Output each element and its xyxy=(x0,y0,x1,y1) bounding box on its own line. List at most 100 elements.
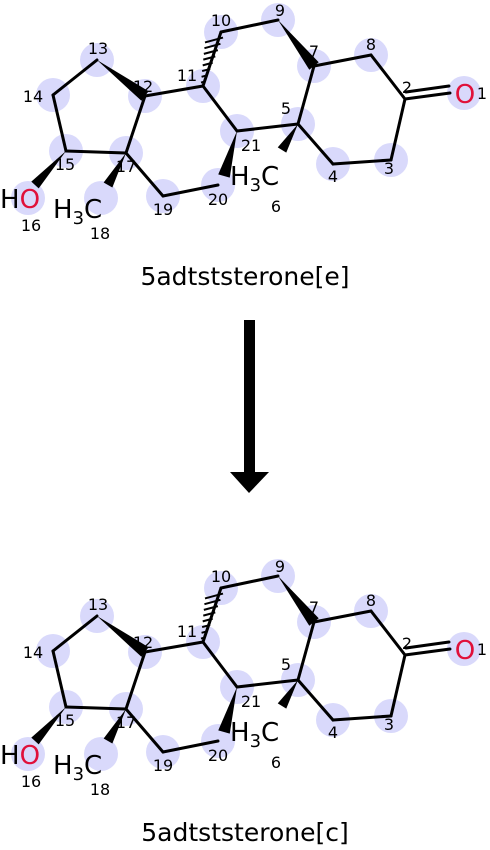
product-bond xyxy=(64,705,128,711)
product-hash-bond xyxy=(204,598,221,606)
product-atom-number-3: 3 xyxy=(384,715,394,734)
product-bond xyxy=(124,707,165,754)
product-atom-number-7: 7 xyxy=(309,598,319,617)
reactant-methyl-6: H3C xyxy=(230,162,279,196)
reactant-atom-number-15: 15 xyxy=(55,155,75,174)
reactant-carbonyl-oxygen: O xyxy=(455,80,475,110)
reactant-bond xyxy=(369,53,407,101)
reactant-atom-number-4: 4 xyxy=(328,167,338,186)
product-bond xyxy=(161,739,220,754)
reactant-atom-highlight-18 xyxy=(84,181,118,215)
reactant-bond xyxy=(331,158,393,166)
reactant-atom-number-1: 1 xyxy=(477,84,487,103)
reactant-double-bond xyxy=(404,84,451,94)
reactant-atom-number-18: 18 xyxy=(90,224,110,243)
product-atom-number-21: 21 xyxy=(241,692,261,711)
product-atom-number-2: 2 xyxy=(402,634,412,653)
product-methyl-6: H3C xyxy=(230,718,279,752)
product-atom-number-5: 5 xyxy=(281,655,291,674)
reactant-atom-number-9: 9 xyxy=(275,1,285,20)
reactant-atom-number-17: 17 xyxy=(116,157,136,176)
reactant-atom-number-19: 19 xyxy=(153,200,173,219)
product-hash-bond xyxy=(204,592,224,600)
product-bond xyxy=(296,678,335,722)
product-atom-number-1: 1 xyxy=(477,640,487,659)
reactant-bond xyxy=(219,18,280,34)
product-double-bond xyxy=(404,640,451,650)
product-wedge-bond xyxy=(103,709,126,744)
reactant-bond xyxy=(124,94,147,155)
reactant-bond xyxy=(161,183,220,198)
reactant-atom-number-12: 12 xyxy=(133,77,153,96)
product-atom-number-12: 12 xyxy=(133,633,153,652)
reactant-hash-bond xyxy=(204,42,221,50)
product-bond xyxy=(403,647,452,657)
reactant-bond xyxy=(296,122,335,166)
product-wedge-bond xyxy=(218,687,237,734)
product-methyl-18: H3C xyxy=(53,751,102,785)
reactant-atom-number-6: 6 xyxy=(271,197,281,216)
product-wedge-bond xyxy=(97,616,149,657)
product-atom-number-9: 9 xyxy=(275,557,285,576)
product-hash-bond xyxy=(203,605,219,611)
product-bond xyxy=(219,574,280,590)
product-atom-number-18: 18 xyxy=(90,780,110,799)
product-bond xyxy=(124,650,147,711)
product-hash-bond xyxy=(200,636,206,640)
reactant-atom-number-13: 13 xyxy=(88,39,108,58)
product-bond xyxy=(51,614,99,653)
reactant-hash-bond xyxy=(202,61,213,67)
reactant-hash-bond xyxy=(203,49,219,55)
product-atom-number-14: 14 xyxy=(23,643,43,662)
product-atom-number-13: 13 xyxy=(88,595,108,614)
product-bond xyxy=(201,586,223,644)
reactant-wedge-bond xyxy=(97,60,149,101)
reactant-atom-number-3: 3 xyxy=(384,159,394,178)
reactant-hash-bond xyxy=(204,36,224,44)
reactant-name: 5adtststerone[e] xyxy=(140,262,350,291)
reactant-bond xyxy=(403,91,452,101)
reactant-bond xyxy=(124,151,165,198)
reactant-atom-number-16: 16 xyxy=(21,216,41,235)
product-atom-number-8: 8 xyxy=(366,591,376,610)
reactant-bond xyxy=(143,84,205,98)
reactant-atom-number-21: 21 xyxy=(241,136,261,155)
product-wedge-bond xyxy=(277,680,298,709)
reactant-atom-number-14: 14 xyxy=(23,87,43,106)
reactant-atom-number-10: 10 xyxy=(211,11,231,30)
product-hydroxyl-group: HO xyxy=(0,741,40,771)
product-wedge-bond xyxy=(278,576,319,626)
reactant-atom-number-5: 5 xyxy=(281,99,291,118)
product-hash-bond xyxy=(201,630,208,634)
product-atom-number-16: 16 xyxy=(21,772,41,791)
reactant-atom-highlight-16 xyxy=(11,181,45,215)
reactant-atom-highlight-1 xyxy=(447,76,481,110)
reactant-wedge-bond xyxy=(103,153,126,188)
reactant-atom-number-7: 7 xyxy=(309,42,319,61)
product-name: 5adtststerone[c] xyxy=(141,818,349,847)
product-atom-number-4: 4 xyxy=(328,723,338,742)
product-bond xyxy=(201,640,239,689)
reactant-methyl-18: H3C xyxy=(53,195,102,229)
reactant-bond xyxy=(389,97,407,162)
reactant-hydroxyl-group: HO xyxy=(0,185,40,215)
product-atom-number-10: 10 xyxy=(211,567,231,586)
reactant-bond xyxy=(296,64,316,126)
reactant-bond xyxy=(51,58,99,97)
product-atom-number-17: 17 xyxy=(116,713,136,732)
reactant-hash-bond xyxy=(200,80,206,84)
product-atom-number-19: 19 xyxy=(153,756,173,775)
reactant-bond xyxy=(51,93,68,153)
reactant-wedge-bond xyxy=(31,151,66,189)
reactant-bond xyxy=(235,122,300,133)
product-bond xyxy=(51,649,68,709)
product-hash-bond xyxy=(202,617,213,623)
product-atom-number-15: 15 xyxy=(55,711,75,730)
reactant-wedge-bond xyxy=(218,131,237,178)
product-hash-bond xyxy=(201,623,211,629)
reactant-hash-bond xyxy=(203,55,216,61)
reactant-hash-bond xyxy=(201,67,211,73)
